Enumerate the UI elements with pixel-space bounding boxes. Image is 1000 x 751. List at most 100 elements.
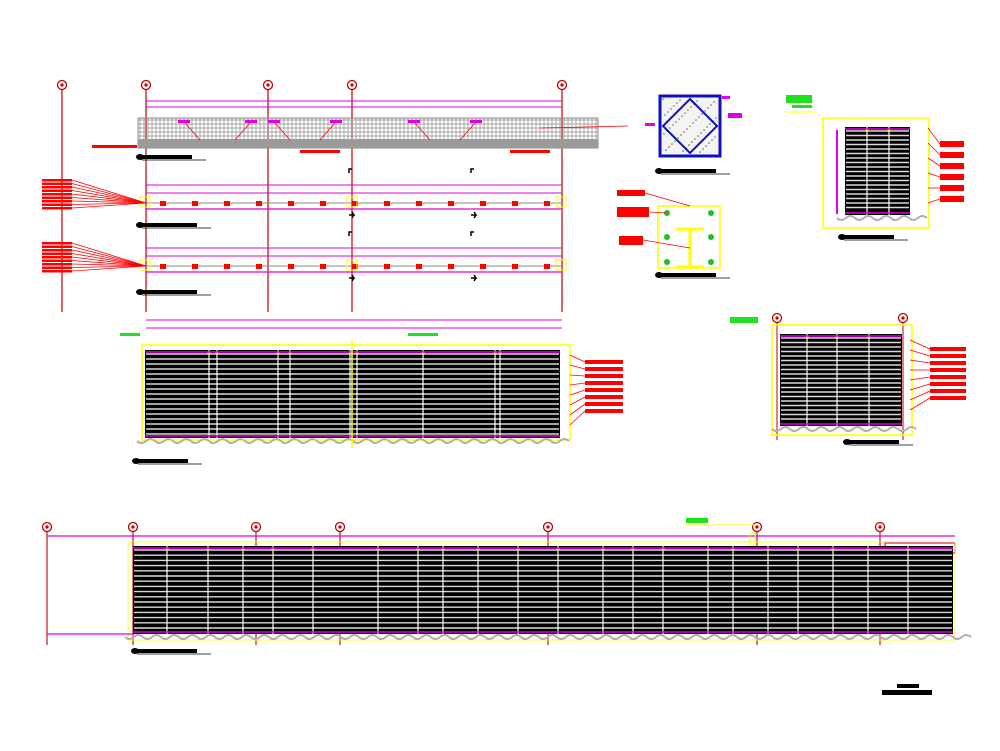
plan-1 — [42, 168, 567, 229]
leader-line — [909, 376, 931, 381]
annotation-label — [42, 179, 72, 182]
elevation-mesh-fence — [92, 100, 629, 161]
ground-hatch — [394, 634, 414, 640]
ground-hatch — [682, 634, 702, 640]
panel-elevation-long — [41, 518, 972, 655]
annotation-label — [585, 388, 623, 392]
leader-line — [234, 122, 251, 141]
plan-post — [256, 264, 262, 269]
concrete-aggregate — [662, 98, 664, 100]
panel-elevation-middle — [120, 319, 623, 465]
leader-line — [927, 157, 941, 167]
ground-hatch — [789, 426, 809, 432]
leader-line — [71, 179, 147, 204]
ground-hatch — [628, 634, 648, 640]
ground-hatch — [136, 438, 156, 444]
base-plate-detail — [617, 190, 730, 279]
leader-line — [569, 403, 586, 416]
ground-hatch — [460, 438, 480, 444]
concrete-aggregate — [687, 109, 689, 111]
view-caption-text — [142, 223, 197, 227]
leader-line — [71, 183, 147, 204]
ground-hatch — [532, 438, 552, 444]
leader-line — [569, 410, 586, 426]
ground-hatch — [478, 438, 498, 444]
leader-line — [927, 172, 941, 178]
annotation-label — [300, 150, 340, 153]
section-arrow-icon — [470, 231, 478, 282]
ground-hatch — [268, 634, 288, 640]
concrete-aggregate — [697, 135, 699, 137]
section-arrow-icon — [348, 231, 356, 282]
concrete-aggregate — [682, 150, 684, 152]
anchor-bolt — [708, 210, 714, 216]
leader-line — [71, 265, 147, 268]
ground-hatch — [502, 634, 522, 640]
ground-hatch — [808, 634, 828, 640]
leader-line — [71, 249, 147, 267]
concrete-aggregate — [695, 119, 697, 121]
leader-line — [569, 396, 586, 406]
title-text — [897, 684, 919, 688]
annotation-label — [42, 182, 72, 185]
concrete-aggregate — [669, 127, 671, 129]
ground-hatch — [898, 634, 918, 640]
detail-frame — [127, 541, 956, 641]
leader-line — [414, 122, 431, 141]
dimension-tag — [645, 123, 655, 126]
leader-line — [644, 192, 691, 207]
section-tag — [408, 333, 438, 336]
ground-hatch — [514, 438, 534, 444]
title-block — [882, 684, 932, 695]
annotation-label — [940, 163, 964, 169]
ground-hatch — [843, 426, 863, 432]
concrete-aggregate — [680, 134, 682, 136]
concrete-aggregate — [694, 138, 696, 140]
view-caption-text — [137, 649, 197, 653]
annotation-label — [585, 367, 623, 371]
ground-hatch — [232, 634, 252, 640]
dimension-tag — [245, 120, 257, 123]
plan-post — [384, 264, 390, 269]
ground-hatch — [442, 438, 462, 444]
leader-line — [927, 127, 941, 145]
ground-hatch — [358, 634, 378, 640]
dimension-tag — [178, 120, 190, 123]
dimension-tag — [268, 120, 280, 123]
leader-line — [642, 239, 691, 249]
grid-bubble-mark — [60, 83, 64, 87]
ground-hatch — [412, 634, 432, 640]
plan-post — [160, 201, 166, 206]
dimension-tag — [330, 120, 342, 123]
ground-hatch — [172, 438, 192, 444]
dimension-tag — [728, 113, 742, 118]
ground-hatch — [861, 426, 881, 432]
leader-line — [71, 202, 147, 209]
annotation-label — [619, 236, 643, 245]
leader-line — [71, 242, 147, 267]
ground-hatch — [142, 634, 162, 640]
view-caption-text — [844, 235, 894, 239]
concrete-aggregate — [664, 114, 666, 116]
annotation-label — [617, 207, 649, 217]
grid-bubble-mark — [144, 83, 148, 87]
ground-hatch — [286, 634, 306, 640]
plan-post — [320, 201, 326, 206]
plan-post — [320, 264, 326, 269]
grid-bubble-mark — [901, 316, 905, 320]
leader-line — [71, 200, 147, 204]
annotation-label — [940, 196, 964, 202]
ground-hatch — [178, 634, 198, 640]
ground-hatch — [250, 634, 270, 640]
annotation-label — [42, 266, 72, 269]
concrete-aggregate — [691, 141, 693, 143]
ground-hatch — [825, 426, 845, 432]
plan-column — [346, 196, 358, 208]
grid-bubble-mark — [560, 83, 564, 87]
panel-body — [780, 334, 902, 426]
concrete-aggregate — [696, 100, 698, 102]
concrete-aggregate — [671, 143, 673, 145]
concrete-aggregate — [714, 136, 716, 138]
panel-body — [133, 546, 953, 634]
plan-post — [192, 201, 198, 206]
